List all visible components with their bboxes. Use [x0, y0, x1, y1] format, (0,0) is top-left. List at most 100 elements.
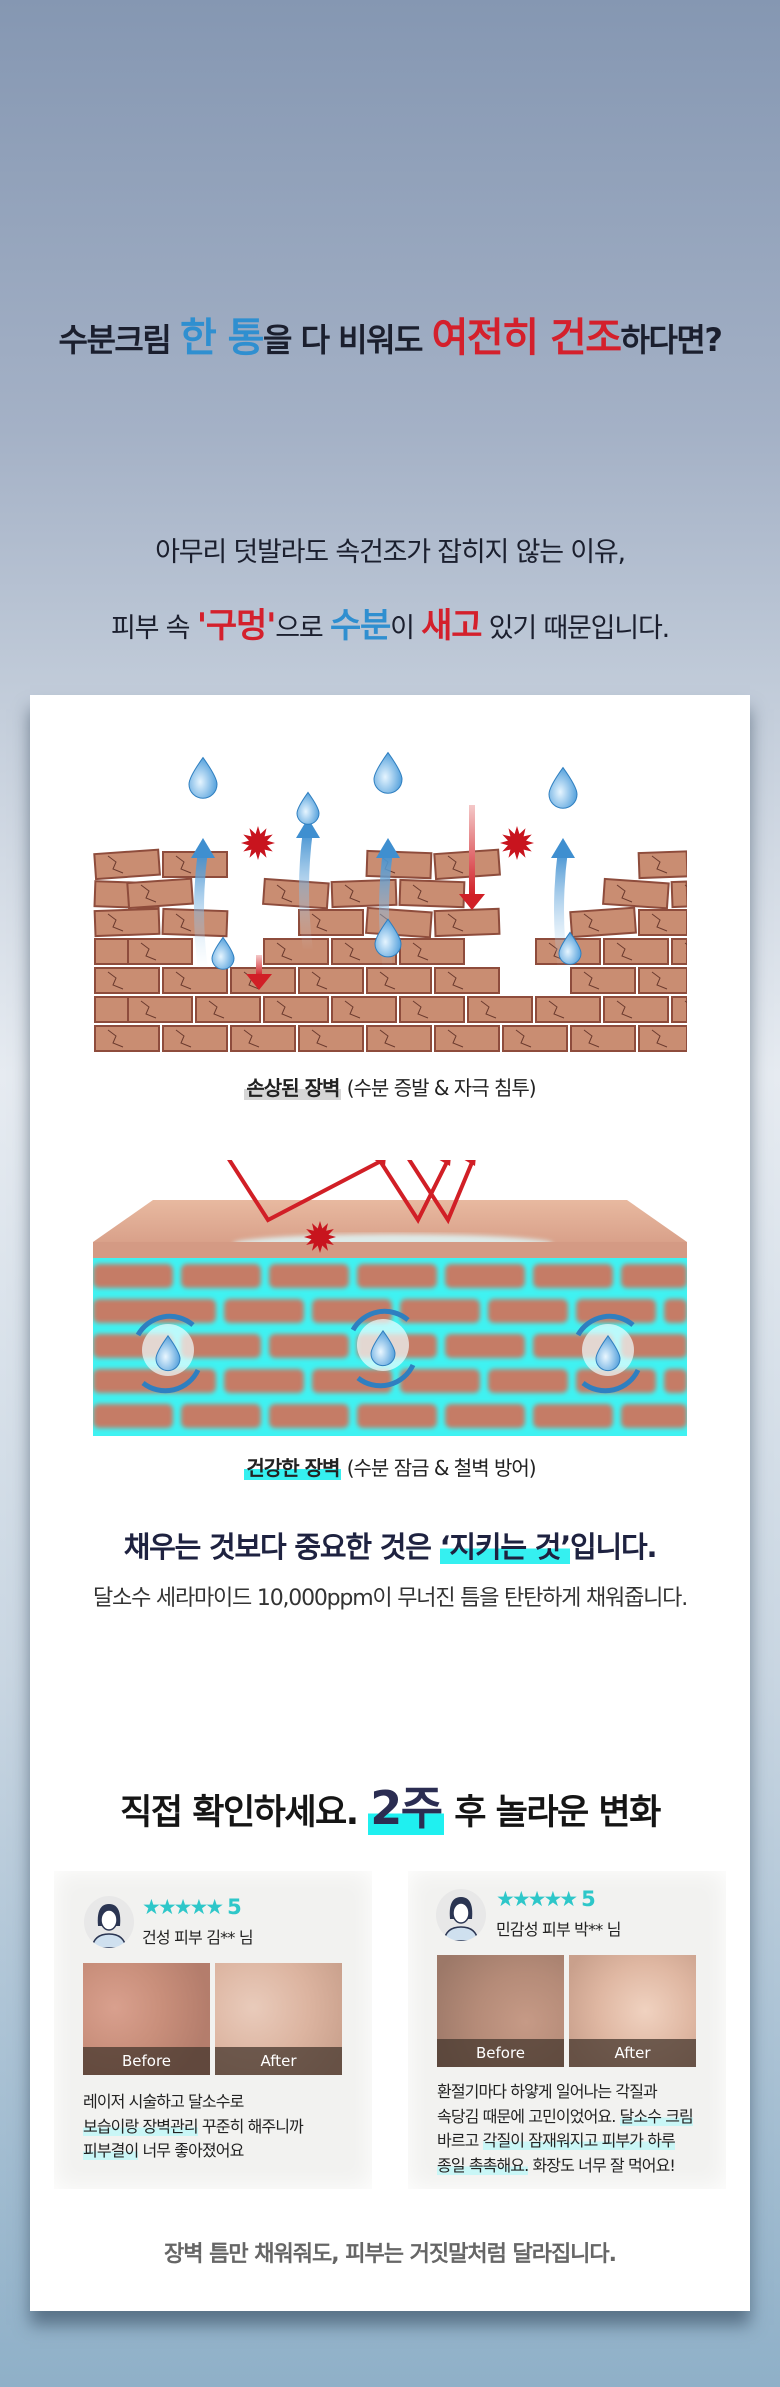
reviews-heading-highlight: 2주: [368, 1781, 444, 1835]
deflected-arrow-icon: [377, 1160, 450, 1225]
subline-text: 이: [390, 613, 422, 644]
brick: [671, 938, 687, 965]
brick: [603, 938, 669, 965]
brick: [298, 1025, 364, 1052]
brick: [602, 877, 670, 910]
water-drop-icon: [155, 1334, 181, 1372]
review-line: 속당김 때문에 고민이었어요.: [437, 2106, 620, 2126]
review-line: 보습이랑 장벽관리: [83, 2116, 199, 2136]
brick: [230, 1025, 296, 1052]
brick: [162, 967, 228, 994]
brick: [621, 1404, 687, 1428]
headline-text: 수분크림: [58, 321, 180, 359]
damaged-bricks: [93, 848, 687, 1052]
subline-red: 새고: [421, 606, 482, 646]
after-photo: After: [215, 1963, 342, 2075]
review-card: ★★★★★5 민감성 피부 박** 님 Before After 환절기마다 하…: [408, 1871, 726, 2189]
healthy-effects: [135, 1160, 641, 1394]
before-photo: Before: [83, 1963, 210, 2075]
headline-blue: 한 통: [179, 315, 265, 361]
brick: [263, 996, 329, 1023]
water-drop-icon: [296, 791, 320, 825]
review-line: 달소수 크림: [619, 2106, 694, 2126]
brick: [603, 996, 669, 1023]
brick: [398, 878, 466, 909]
brick: [94, 967, 160, 994]
key-message: 채우는 것보다 중요한 것은 ‘지키는 것’입니다.: [0, 1524, 780, 1566]
brick: [93, 1264, 173, 1288]
irritant-burst-icon: [304, 1221, 336, 1253]
brick: [136, 1299, 216, 1323]
reviews-heading-text: 직접 확인하세요.: [120, 1793, 369, 1833]
key-message-sub: 달소수 세라마이드 10,000ppm이 무너진 틈을 탄탄하게 채워줍니다.: [92, 1586, 688, 1611]
brick: [399, 996, 465, 1023]
deflected-arrow-icon: [407, 1160, 475, 1225]
footer-message: 장벽 틈만 채워줘도, 피부는 거짓말처럼 달라집니다.: [163, 2242, 617, 2267]
circulation-arrow-icon: [350, 1308, 410, 1332]
brick: [637, 850, 687, 880]
damaged-barrier-illustration: [93, 751, 687, 1052]
healthy-caption: 건강한 장벽 (수분 잠금 & 철벽 방어): [0, 1452, 780, 1481]
water-drop-icon: [188, 756, 218, 799]
brick: [400, 1369, 480, 1393]
brick: [127, 938, 193, 965]
brick: [357, 1264, 437, 1288]
brick: [224, 1369, 304, 1393]
key-message-highlight: ‘지키는 것’: [439, 1530, 571, 1564]
headline-text: 을 다 비워도: [262, 321, 432, 359]
irritant-arrow-icon: [469, 805, 475, 896]
rating-score: 5: [227, 1895, 242, 1919]
damaged-desc: (수분 증발 & 자극 침투): [346, 1076, 537, 1100]
brick: [298, 967, 364, 994]
reviewer-name: 건성 피부 김** 님: [142, 1928, 254, 1947]
irritant-arrow-icon: [256, 955, 262, 976]
headline-red: 여전히 건조: [431, 315, 622, 361]
brick: [433, 907, 501, 938]
brick: [638, 967, 687, 994]
reviews-heading-text: 후 놀라운 변화: [443, 1793, 661, 1833]
evaporation-arrow-icon: [194, 849, 208, 971]
rating-stars: ★★★★★5: [142, 1895, 242, 1919]
brick: [399, 938, 465, 965]
brick: [181, 1264, 261, 1288]
water-drop-icon: [370, 1329, 396, 1367]
headline: 수분크림 한 통을 다 비워도 여전히 건조하다면?: [0, 305, 780, 363]
brick: [331, 996, 397, 1023]
reviewer-name: 민감성 피부 박** 님: [496, 1920, 622, 1939]
subline-red: '구멍': [196, 606, 277, 646]
brick: [502, 1025, 568, 1052]
brick: [162, 1025, 228, 1052]
review-line: 레이저 시술하고 달소수로: [83, 2092, 244, 2111]
brick: [445, 1334, 525, 1358]
review-line: 바르고: [437, 2131, 483, 2150]
brick: [638, 1025, 687, 1052]
brick: [93, 907, 161, 938]
brick: [263, 938, 329, 965]
brick: [366, 967, 432, 994]
healthy-title: 건강한 장벽: [244, 1456, 342, 1480]
skin-surface: [93, 1200, 687, 1242]
brick: [433, 848, 501, 881]
brick: [621, 1264, 687, 1288]
damaged-effects: [188, 751, 582, 990]
review-line: 종일 촉촉해요.: [437, 2155, 529, 2175]
damaged-caption: 손상된 장벽 (수분 증발 & 자극 침투): [0, 1072, 780, 1101]
brick: [670, 880, 687, 909]
key-message-text: 입니다.: [570, 1530, 657, 1564]
subline-1: 아무리 덧발라도 속건조가 잡히지 않는 이유,: [155, 537, 626, 568]
circulation-arrow-icon: [581, 1368, 641, 1394]
subline-2: 피부 속 '구멍'으로 수분이 새고 있기 때문입니다.: [0, 598, 780, 647]
brick: [445, 1404, 525, 1428]
brick: [126, 877, 194, 910]
subline-text: 으로: [275, 613, 330, 644]
before-photo: Before: [437, 1955, 564, 2067]
brick: [467, 996, 533, 1023]
brick: [664, 1299, 687, 1323]
deflected-arrow-icon: [227, 1160, 384, 1223]
review-line: 환절기마다 하얗게 일어나는 각질과: [437, 2082, 658, 2101]
brick: [357, 1404, 437, 1428]
subline-blue: 수분: [329, 606, 391, 646]
water-drop-icon: [374, 918, 402, 958]
after-photo: After: [569, 1955, 696, 2067]
water-drop-icon: [548, 766, 578, 809]
